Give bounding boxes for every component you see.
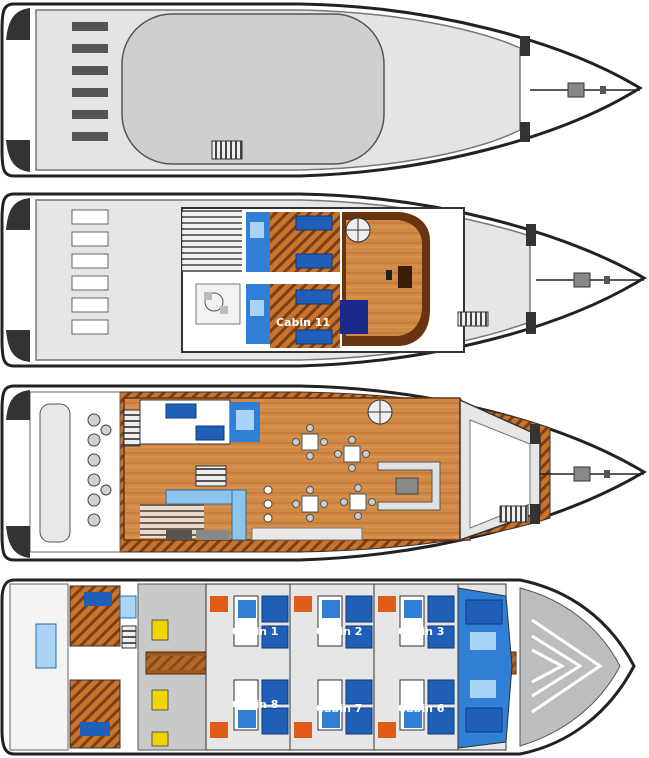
sun-deck-stern-bumper-top bbox=[6, 8, 30, 40]
lower-deck-crew-bath-a bbox=[119, 595, 137, 619]
cabin-9-bed-b bbox=[195, 425, 225, 441]
lower-deck-aft-bath bbox=[35, 623, 57, 669]
lower-deck-bow-chevrons bbox=[519, 587, 621, 747]
upper-deck-stern-bumper-top bbox=[6, 198, 30, 230]
upper-deck-windlass bbox=[573, 272, 591, 288]
main-deck-galley-stove bbox=[166, 530, 192, 540]
cabin-10-bed-b bbox=[295, 253, 333, 269]
main-deck-bow-stairs bbox=[499, 505, 529, 523]
main-deck-stern-bumper-top bbox=[6, 390, 30, 420]
cabin-11-bed-a bbox=[295, 289, 333, 305]
sun-deck-stairs bbox=[211, 140, 243, 160]
upper-deck: Cabin 11 bbox=[0, 192, 647, 368]
main-deck-stairs bbox=[123, 409, 141, 447]
lower-deck-crew-cabin-b bbox=[69, 679, 121, 749]
upper-deck-lounge-corner bbox=[195, 283, 241, 325]
cabin-8-label: Cabin 8 bbox=[232, 698, 278, 711]
sun-deck-stern-bumper-bottom bbox=[6, 140, 30, 172]
upper-deck-stair-area bbox=[182, 210, 242, 272]
main-deck-aft-bench bbox=[39, 403, 71, 543]
main-deck-sofa bbox=[377, 461, 441, 511]
main-deck-dining-chairs bbox=[292, 424, 376, 522]
cabin-11-label: Cabin 11 bbox=[276, 316, 330, 329]
cabin-11-bed-b bbox=[295, 329, 333, 345]
main-deck-dining-tables bbox=[301, 433, 367, 513]
lower-deck: Cabin 1 Cabin 2 Cabin 3 Cabin 8 Cabin 7 … bbox=[0, 578, 636, 756]
upper-deck-bridge-console bbox=[340, 300, 368, 334]
main-deck-aft-stools bbox=[87, 413, 112, 527]
lower-deck-cabins bbox=[205, 583, 513, 751]
cabin-7-label: Cabin 7 bbox=[316, 702, 362, 715]
cabin-6-label: Cabin 6 bbox=[398, 702, 445, 715]
upper-deck-stern-bumper-bottom bbox=[6, 330, 30, 362]
main-deck-back-stairs bbox=[195, 465, 227, 487]
sun-deck-sunpad bbox=[121, 13, 385, 165]
cabin-1-label: Cabin 1 bbox=[232, 625, 278, 638]
main-deck-stern-bumper-bottom bbox=[6, 526, 30, 558]
sun-deck-windlass bbox=[567, 82, 585, 98]
lower-deck-yellow-tanks bbox=[151, 619, 169, 747]
upper-deck-helm bbox=[398, 266, 412, 288]
cabin-2-label: Cabin 2 bbox=[316, 625, 362, 638]
cabin-3-label: Cabin 3 bbox=[398, 625, 444, 638]
cabin-10-bath bbox=[246, 212, 270, 272]
sun-deck bbox=[0, 2, 643, 178]
cabin-10-bed-a bbox=[295, 215, 333, 231]
main-deck-windlass bbox=[573, 466, 591, 482]
sun-deck-loungers bbox=[72, 22, 108, 141]
upper-deck-loungers bbox=[71, 209, 109, 335]
main-deck: Cabin 9 bbox=[0, 384, 647, 562]
cabin-9-bed-a bbox=[165, 403, 197, 419]
main-deck-bar-stools bbox=[263, 485, 273, 523]
cabin-9-label: Cabin 9 bbox=[148, 422, 194, 435]
upper-deck-bow-stairs bbox=[457, 311, 489, 327]
